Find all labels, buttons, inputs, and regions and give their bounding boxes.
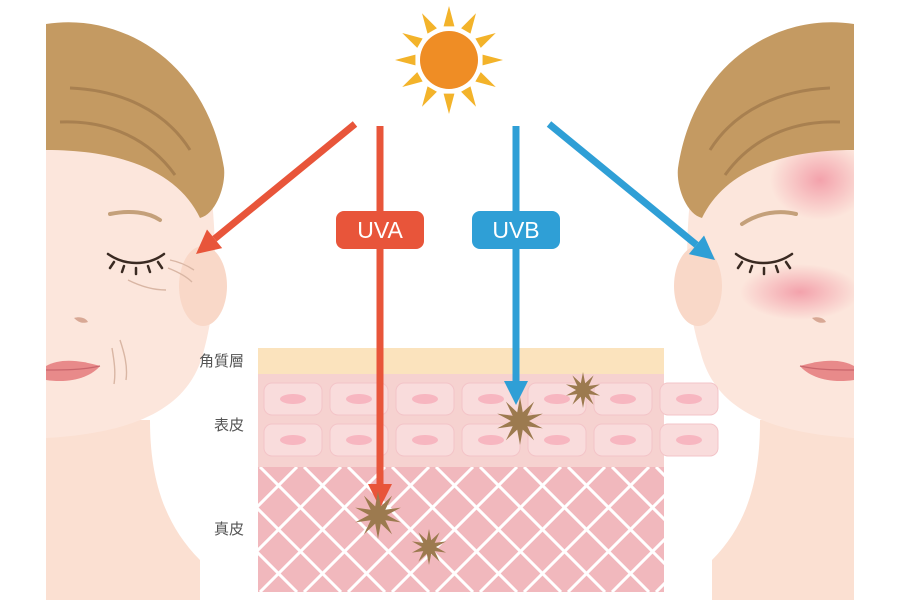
left-eyebrow [108,210,162,222]
dermis-layer [258,467,664,592]
uvb-badge: UVB [472,211,560,249]
damage-star-icon [355,491,401,539]
uva-arrow-to-face [196,121,358,254]
right-sunburn-cheek [770,140,854,220]
right-hair [677,22,854,219]
left-hair-strand [59,86,192,176]
right-neck [712,420,854,600]
right-eye-closed [734,252,794,276]
right-sunburn-nose [740,264,854,320]
left-nose [74,317,88,323]
left-lip-line [46,365,101,371]
left-wrinkles [111,259,195,385]
epidermis-cells [263,382,719,457]
damage-star-icon [565,372,601,408]
right-hair-strand [708,86,841,176]
right-eyebrow [740,210,798,226]
left-hair [46,22,225,219]
right-lips [800,360,854,382]
left-neck [46,420,200,600]
left-face-aged [46,22,227,600]
uva-badge-label: UVA [357,217,403,243]
right-nose [812,317,826,323]
stratum-corneum-layer [258,348,664,374]
label-stratum-corneum: 角質層 [199,352,244,370]
uva-arrow-to-dermis [368,126,392,508]
left-lips [46,360,100,382]
uvb-arrow-to-epidermis [504,126,528,405]
left-eye-closed [106,252,166,276]
right-face-burned [674,22,854,600]
right-ear [674,246,722,326]
damage-star-icon [497,397,543,445]
damage-star-icon [411,529,447,565]
uvb-badge-label: UVB [492,217,539,243]
sun-icon [395,6,503,114]
dermis-fiber-mesh [258,467,664,592]
right-lip-line [799,365,854,371]
skin-cross-section [258,348,719,592]
uvb-arrow-to-face [546,121,715,260]
label-dermis: 真皮 [214,520,244,538]
left-ear [179,246,227,326]
uva-badge: UVA [336,211,424,249]
label-epidermis: 表皮 [214,416,244,434]
